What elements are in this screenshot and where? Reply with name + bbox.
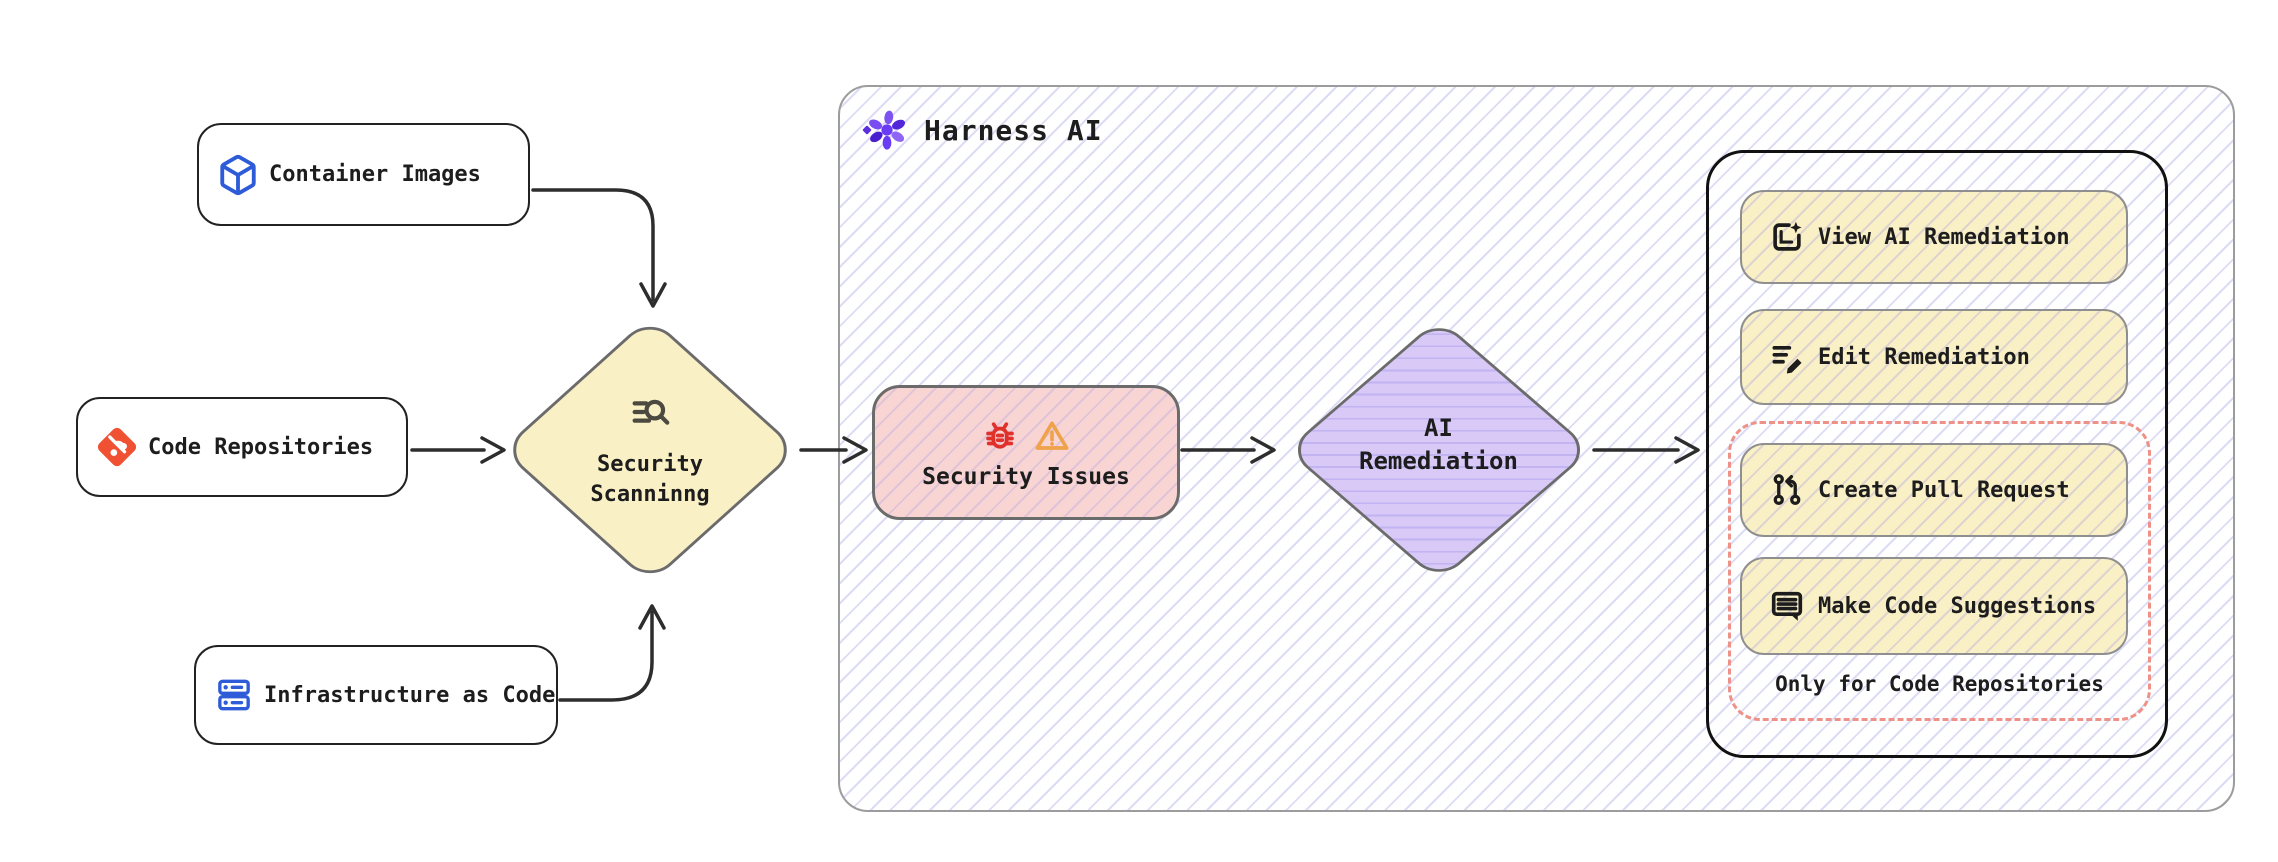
cube-icon <box>220 154 256 195</box>
harness-ai-header: Harness AI <box>862 105 1103 155</box>
container-images-node: Container Images <box>197 123 530 226</box>
make-code-suggestions-label: Make Code Suggestions <box>1818 593 2097 619</box>
create-pull-request-button: Create Pull Request <box>1740 443 2128 537</box>
git-icon <box>97 427 137 467</box>
comment-suggestion-icon <box>1771 591 1803 621</box>
view-ai-remediation-icon <box>1773 221 1802 251</box>
infrastructure-as-code-label: Infrastructure as Code <box>264 682 556 708</box>
only-for-code-repositories-note: Only for Code Repositories <box>1775 672 2104 696</box>
security-scanning-content: Security Scanninng <box>501 316 799 584</box>
security-scanning-label-line1: Security <box>597 452 703 478</box>
ai-remediation-node: AI Remediation <box>1285 317 1592 582</box>
arrow-code-repositories-to-scanner <box>410 436 506 464</box>
ai-remediation-content: AI Remediation <box>1285 317 1592 582</box>
edit-list-icon <box>1772 345 1802 374</box>
security-issues-icons <box>980 416 1072 456</box>
search-list-icon <box>632 400 670 426</box>
container-images-label: Container Images <box>269 162 481 187</box>
edit-remediation-label: Edit Remediation <box>1818 344 2030 370</box>
security-scanning-node: Security Scanninng <box>500 315 800 585</box>
make-code-suggestions-button: Make Code Suggestions <box>1740 557 2128 655</box>
infrastructure-as-code-node: Infrastructure as Code <box>194 645 558 745</box>
arrow-container-images-to-scanner <box>531 188 667 308</box>
warning-icon <box>1035 421 1069 450</box>
security-issues-label: Security Issues <box>922 463 1130 490</box>
code-repo-only-zone <box>1728 421 2151 721</box>
remediation-actions-panel <box>1706 150 2168 758</box>
edit-remediation-button: Edit Remediation <box>1740 309 2128 405</box>
security-scanning-label-line2: Scanninng <box>590 482 710 507</box>
ai-remediation-label-line1: AI <box>1424 414 1453 443</box>
bug-icon <box>986 421 1014 449</box>
harness-ai-logo-icon <box>862 110 906 150</box>
view-ai-remediation-label: View AI Remediation <box>1818 224 2070 250</box>
code-repositories-node: Code Repositories <box>76 397 408 497</box>
code-repositories-label: Code Repositories <box>148 434 374 460</box>
server-stack-icon <box>218 679 250 711</box>
arrow-iac-to-scanner <box>558 604 666 702</box>
ai-remediation-label-line2: Remediation <box>1359 446 1518 475</box>
pull-request-icon <box>1773 474 1801 505</box>
harness-ai-title: Harness AI <box>924 113 1103 147</box>
security-issues-node: Security Issues <box>872 385 1180 520</box>
create-pull-request-label: Create Pull Request <box>1818 477 2070 503</box>
view-ai-remediation-button: View AI Remediation <box>1740 190 2128 284</box>
